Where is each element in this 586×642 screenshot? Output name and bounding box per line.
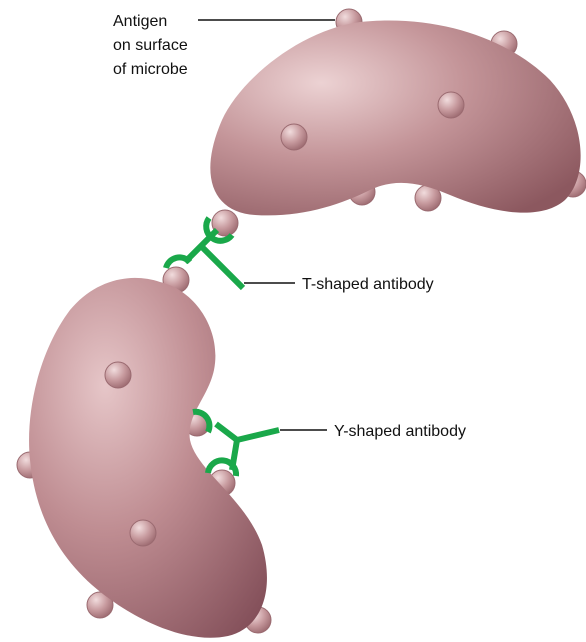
antigen-label-line-2: on surface [113, 37, 188, 54]
y-antibody-label: Y-shaped antibody [334, 423, 466, 440]
antigen-label-line-3: of microbe [113, 61, 188, 78]
microbe-top [210, 9, 586, 236]
antigen [281, 124, 307, 150]
antigen [438, 92, 464, 118]
y-shaped-antibody [193, 412, 279, 476]
t-antibody-label: T-shaped antibody [302, 276, 434, 293]
antigen-label-line-1: Antigen [113, 13, 167, 30]
microbe-top-body [210, 21, 580, 216]
antigen [105, 362, 131, 388]
antigen [130, 520, 156, 546]
